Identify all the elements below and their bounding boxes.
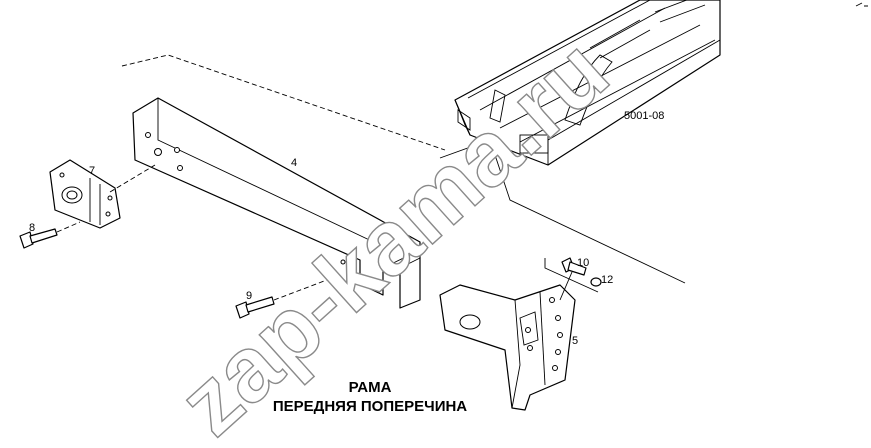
label-part-10: 10 bbox=[577, 257, 589, 269]
diagram-title-line2: ПЕРЕДНЯЯ ПОПЕРЕЧИНА bbox=[273, 398, 467, 415]
leader-bolt-right-down bbox=[559, 271, 573, 301]
nut bbox=[590, 277, 602, 287]
bracket-plate bbox=[49, 159, 121, 229]
frame-overview: 5001-08 bbox=[454, 0, 721, 166]
corner-mark bbox=[855, 2, 868, 7]
figure-code: 5001-08 bbox=[624, 110, 664, 122]
label-part-12: 12 bbox=[601, 274, 613, 286]
label-part-8: 8 bbox=[29, 222, 35, 234]
side-bracket bbox=[439, 284, 576, 411]
diagram-title-line1: РАМА bbox=[349, 379, 392, 396]
bolt-left bbox=[19, 228, 58, 249]
leader-top bbox=[121, 54, 446, 151]
leader-right bbox=[439, 139, 686, 284]
leader-bolt-left bbox=[56, 221, 81, 233]
leader-bolt-middle bbox=[273, 274, 341, 301]
bolt-middle bbox=[235, 296, 275, 319]
leader-bolt-right bbox=[544, 258, 599, 293]
label-part-4: 4 bbox=[291, 157, 297, 169]
leader-bracket bbox=[109, 164, 156, 193]
label-part-5: 5 bbox=[572, 335, 578, 347]
crossmember-beam bbox=[132, 97, 421, 309]
label-part-9: 9 bbox=[246, 290, 252, 302]
bolt-right bbox=[561, 257, 587, 276]
label-part-7: 7 bbox=[89, 165, 95, 177]
